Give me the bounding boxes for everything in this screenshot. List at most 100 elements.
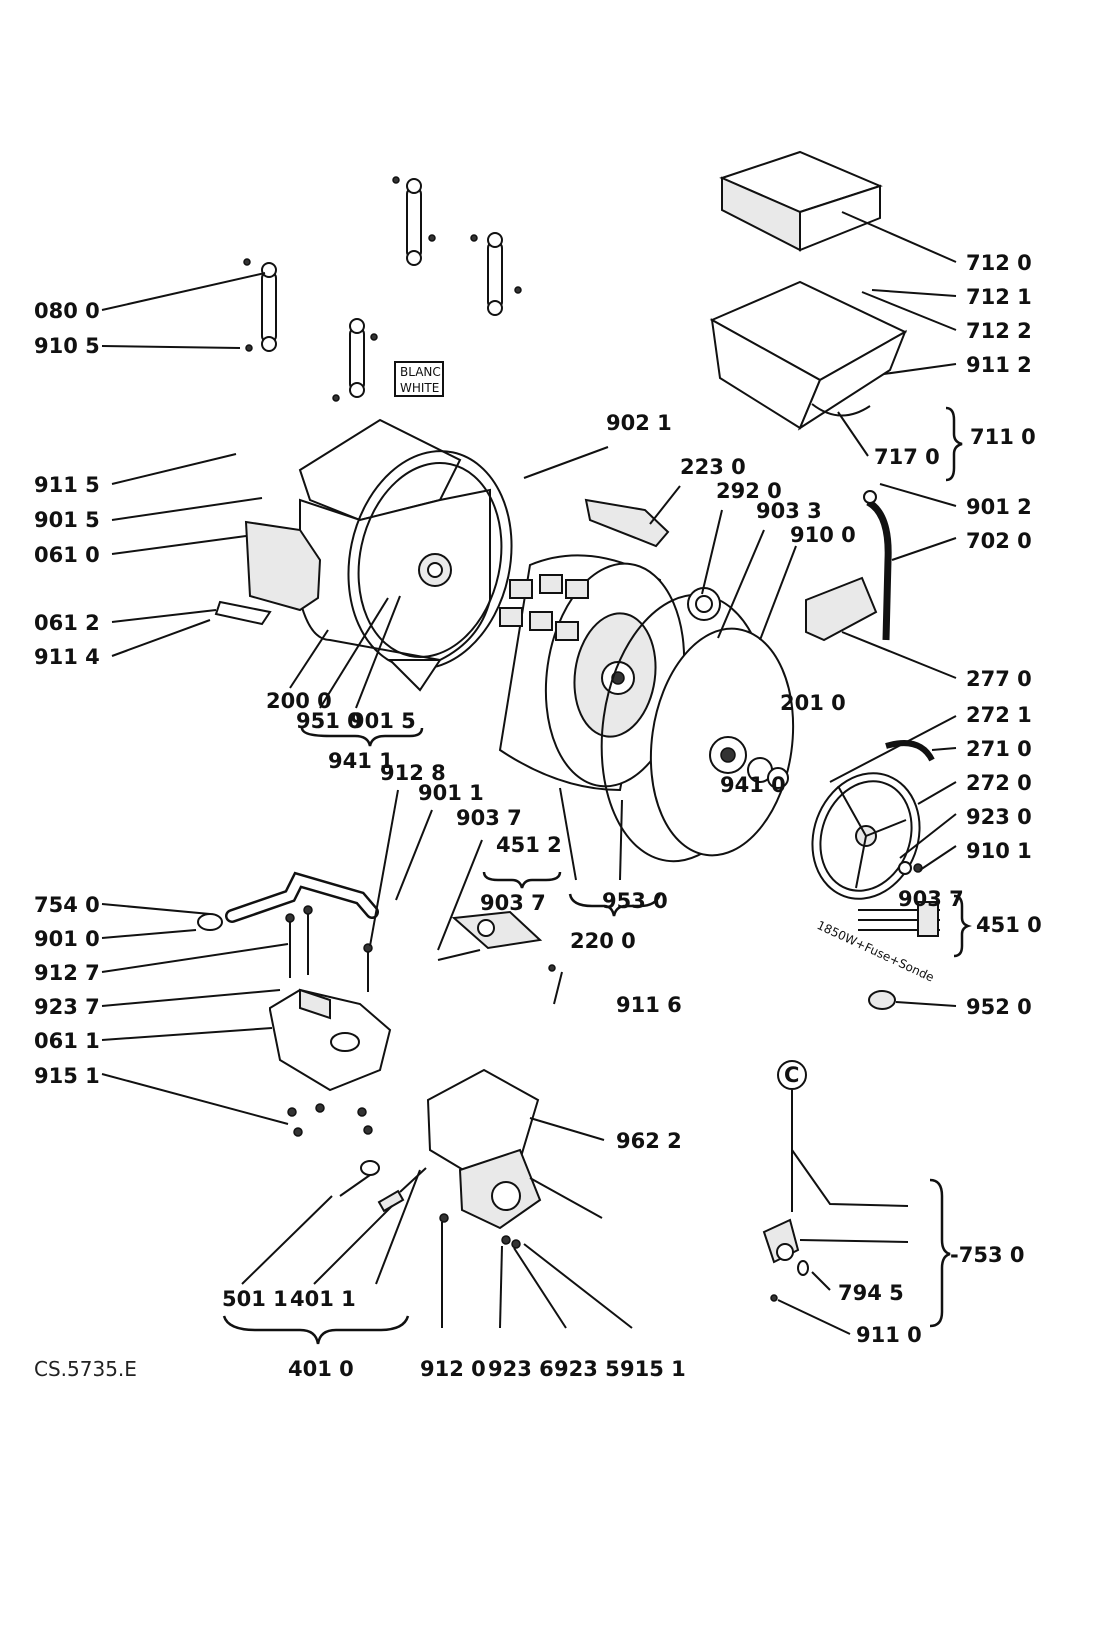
label-911-5: 911 5 (34, 473, 100, 497)
label-223-0: 223 0 (680, 455, 746, 479)
heater-451-0 (858, 901, 940, 937)
label-501-1: 501 1 (222, 1287, 288, 1311)
motor-401-0 (426, 1068, 603, 1230)
pressure-switch-753-0 (762, 1090, 800, 1264)
label-753-0: -753 0 (950, 1243, 1024, 1267)
label-080-0: 080 0 (34, 299, 100, 323)
label-911-0: 911 0 (856, 1323, 922, 1347)
label-401-1: 401 1 (290, 1287, 356, 1311)
label-923-5: 923 5 (554, 1357, 620, 1381)
label-901-2: 901 2 (966, 495, 1032, 519)
label-915-1: 915 1 (34, 1064, 100, 1088)
label-220-0: 220 0 (570, 929, 636, 953)
label-912-7: 912 7 (34, 961, 100, 985)
label-941-0: 941 0 (720, 773, 786, 797)
label-451-0: 451 0 (976, 913, 1042, 937)
label-061-2: 061 2 (34, 611, 100, 635)
label-903-3: 903 3 (756, 499, 822, 523)
label-711-0: 711 0 (970, 425, 1036, 449)
dispenser-housing-711-0 (709, 280, 908, 431)
label-754-0: 754 0 (34, 893, 100, 917)
label-702-0: 702 0 (966, 529, 1032, 553)
part-labels: 080 0 910 5 911 5 901 5 061 0 061 2 911 … (34, 251, 1042, 1381)
front-tub-half-201-0 (600, 593, 795, 863)
label-902-1: 902 1 (606, 411, 672, 435)
counterweight-061-0 (244, 520, 322, 612)
label-901-1: 901 1 (418, 781, 484, 805)
label-903-7: 903 7 (456, 806, 522, 830)
label-401-0: 401 0 (288, 1357, 354, 1381)
shock-absorber-4 (349, 318, 365, 398)
label-200-0: 200 0 (266, 689, 332, 713)
pulley-272-0 (811, 772, 921, 900)
document-code: CS.5735.E (34, 1357, 137, 1381)
label-794-5: 794 5 (838, 1281, 904, 1305)
seal-292-0 (687, 587, 721, 621)
pump-mount-061-1 (269, 988, 392, 1092)
label-910-5: 910 5 (34, 334, 100, 358)
pulley-bolt-910-1 (898, 861, 923, 875)
label-923-0: 923 0 (966, 805, 1032, 829)
belt-271-0 (885, 740, 935, 762)
label-272-1: 272 1 (966, 703, 1032, 727)
screw-dots-top (243, 176, 522, 402)
drum-lifter-223-0 (584, 498, 670, 548)
label-901-5-b: 901 5 (350, 709, 416, 733)
label-941-1: 941 1 (328, 749, 394, 773)
blanc-white-tag: BLANC WHITE (394, 361, 444, 397)
label-901-0: 901 0 (34, 927, 100, 951)
label-915-1-b: 915 1 (620, 1357, 686, 1381)
counterweight-277-0 (805, 576, 878, 642)
bolts-912-7 (285, 905, 373, 992)
label-712-1: 712 1 (966, 285, 1032, 309)
label-923-6: 923 6 (488, 1357, 554, 1381)
label-911-6: 911 6 (616, 993, 682, 1017)
marker-c: C (784, 1063, 799, 1087)
capacitor-501-1 (339, 1160, 380, 1197)
label-061-1: 061 1 (34, 1029, 100, 1053)
label-912-0: 912 0 (420, 1357, 486, 1381)
braces (222, 406, 972, 1345)
label-272-0: 272 0 (966, 771, 1032, 795)
heater-cover-451-2 (437, 910, 543, 961)
shock-absorber-080-0 (261, 262, 277, 352)
circled-c-marker: C (777, 1060, 807, 1090)
label-451-2: 451 2 (496, 833, 562, 857)
label-911-4: 911 4 (34, 645, 100, 669)
shock-absorber-2 (406, 178, 422, 266)
tag-white: WHITE (400, 381, 439, 395)
label-271-0: 271 0 (966, 737, 1032, 761)
label-912-8: 912 8 (380, 761, 446, 785)
label-951-0: 951 0 (296, 709, 362, 733)
label-952-0: 952 0 (966, 995, 1032, 1019)
label-911-2: 911 2 (966, 353, 1032, 377)
tag-blanc: BLANC (400, 365, 441, 379)
label-712-2: 712 2 (966, 319, 1032, 343)
label-901-5: 901 5 (34, 508, 100, 532)
small-parts (439, 964, 809, 1302)
rear-tub-half-200-0 (298, 418, 513, 692)
label-903-7-c: 903 7 (898, 887, 964, 911)
label-962-2: 962 2 (616, 1129, 682, 1153)
connector-401-1 (377, 1167, 427, 1213)
label-953-0: 953 0 (602, 889, 668, 913)
heater-sensor-952-0 (868, 990, 896, 1010)
hose-702-0 (863, 490, 892, 641)
label-712-0: 712 0 (966, 251, 1032, 275)
label-910-0: 910 0 (790, 523, 856, 547)
label-277-0: 277 0 (966, 667, 1032, 691)
dispenser-drawer-712-0 (719, 150, 883, 252)
label-923-7: 923 7 (34, 995, 100, 1019)
label-061-0: 061 0 (34, 543, 100, 567)
drum-220-0 (498, 554, 686, 792)
label-903-7-b: 903 7 (480, 891, 546, 915)
shock-absorber-3 (487, 232, 503, 316)
label-201-0: 201 0 (780, 691, 846, 715)
bracket-061-2 (214, 600, 272, 626)
label-292-0: 292 0 (716, 479, 782, 503)
leader-lines (101, 211, 957, 1335)
label-717-0: 717 0 (874, 445, 940, 469)
label-910-1: 910 1 (966, 839, 1032, 863)
sump-hose-754-0 (197, 871, 379, 931)
